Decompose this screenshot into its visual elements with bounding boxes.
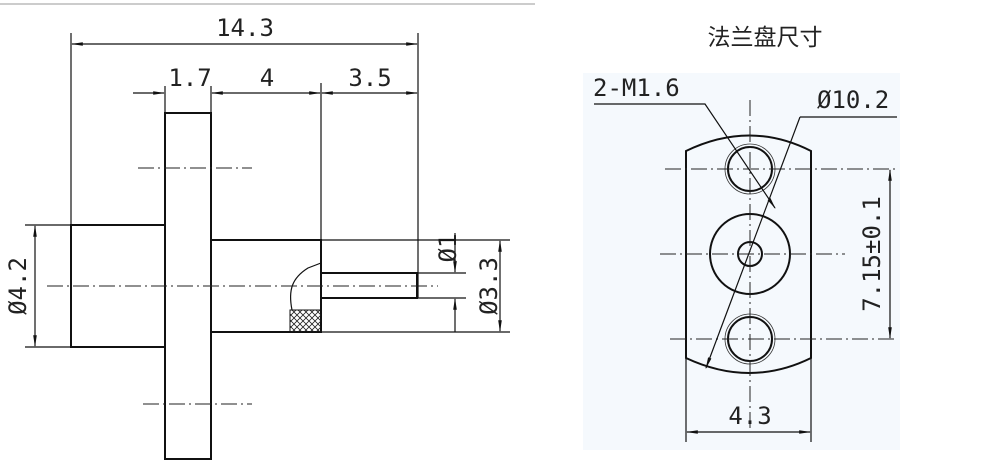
flange-title: 法兰盘尺寸 [708,25,823,51]
dim-pin-length: 3.5 [348,64,391,92]
dim-thread: 2-M1.6 [593,74,680,102]
side-view: 14.3 1.7 4 3.5 Ø4.2 Ø1 Ø3.3 [0,3,535,460]
insulator-hatch [289,309,322,333]
dim-hole-circle: Ø10.2 [817,86,889,114]
dim-width: 4.3 [728,402,771,430]
dim-front-diameter: Ø3.3 [475,257,503,315]
dim-overall-length: 14.3 [216,14,274,42]
dim-flange-thickness: 1.7 [168,64,211,92]
flange-view: 法兰盘尺寸 2-M1.6 Ø10.2 7.15±0.1 4.3 [583,25,900,450]
dim-body-diameter: Ø4.2 [4,257,32,315]
dim-hole-spacing: 7.15±0.1 [858,196,886,312]
break-line [289,262,322,311]
dim-body-length: 4 [260,64,274,92]
dim-pin-diameter: Ø1 [434,234,462,263]
